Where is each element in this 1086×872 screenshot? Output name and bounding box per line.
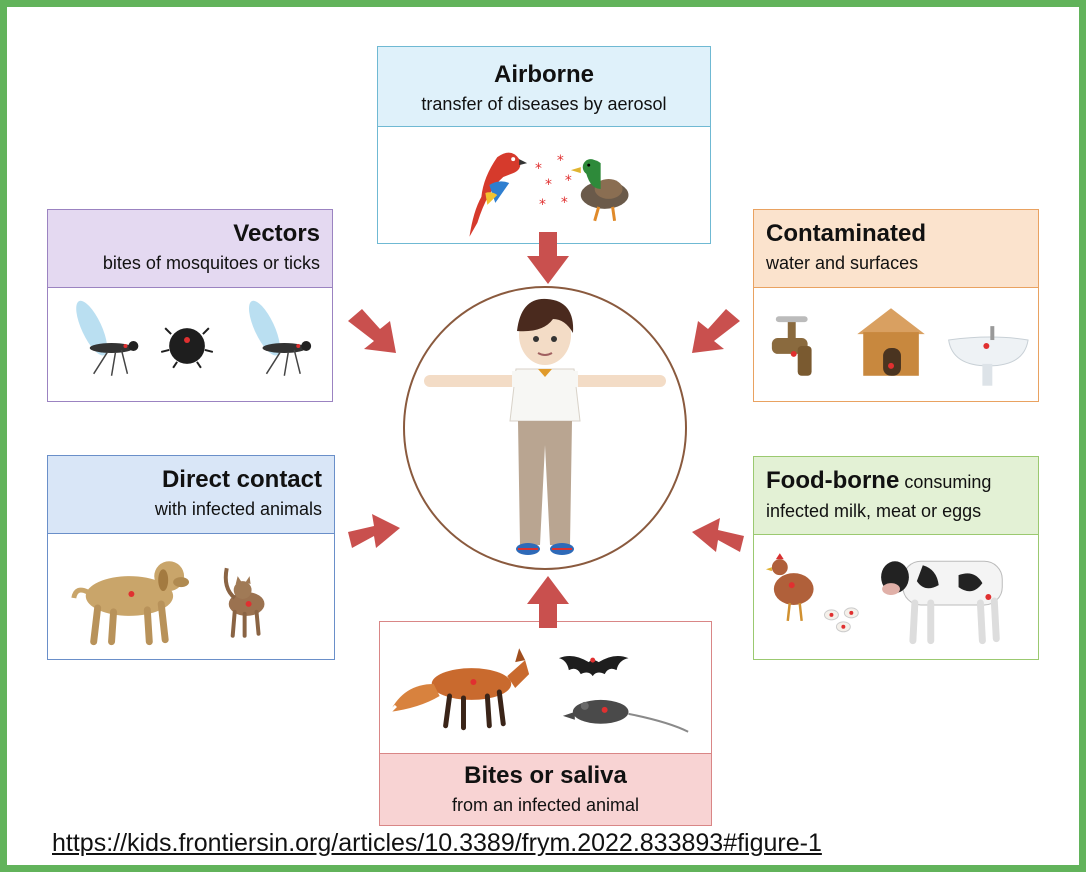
cow-icon <box>881 560 1003 645</box>
svg-text:*: * <box>557 153 564 169</box>
food-borne-header: Food-borne consuming infected milk, meat… <box>754 457 1038 535</box>
contaminated-picture <box>754 288 1038 401</box>
svg-text:*: * <box>545 177 552 193</box>
vectors-title: Vectors <box>233 220 320 247</box>
rat-icon <box>562 699 689 733</box>
contaminated-header: Contaminated water and surfaces <box>754 210 1038 288</box>
doghouse-icon <box>857 308 925 376</box>
contaminated-title: Contaminated <box>766 220 927 247</box>
vectors-header: Vectors bites of mosquitoes or ticks <box>48 210 332 288</box>
bites-title: Bites or saliva <box>464 762 627 789</box>
vectors-box: Vectors bites of mosquitoes or ticks <box>47 209 333 402</box>
bites-header: Bites or saliva from an infected animal <box>380 753 711 825</box>
direct-contact-title: Direct contact <box>161 466 322 493</box>
fox-icon <box>388 648 530 731</box>
food-borne-title: Food-borne <box>766 467 900 494</box>
arrow-from-vectors <box>348 309 396 353</box>
direct-contact-picture <box>48 534 334 659</box>
direct-contact-subtitle: with infected animals <box>154 499 322 519</box>
cat-icon <box>223 567 265 638</box>
airborne-header: Airborne transfer of diseases by aerosol <box>378 47 710 127</box>
center-circle <box>403 286 687 570</box>
mosquito-icon <box>76 300 139 376</box>
food-borne-picture <box>754 535 1038 659</box>
bat-icon <box>558 655 629 677</box>
arrow-from-bites <box>527 576 569 628</box>
direct-contact-header: Direct contact with infected animals <box>48 456 334 534</box>
arrow-from-airborne <box>527 232 569 284</box>
food-borne-subtitle: infected milk, meat or eggs <box>766 501 982 521</box>
eggs-icon <box>824 607 859 633</box>
vectors-subtitle: bites of mosquitoes or ticks <box>102 253 320 273</box>
airborne-picture: * * * * * * <box>378 127 710 243</box>
mosquito-icon <box>248 300 312 376</box>
source-link[interactable]: https://kids.frontiersin.org/articles/10… <box>52 829 822 857</box>
arrow-from-contaminated <box>692 309 740 353</box>
svg-text:*: * <box>565 173 572 189</box>
bites-picture <box>380 622 711 753</box>
bites-subtitle: from an infected animal <box>451 795 640 815</box>
airborne-box: Airborne transfer of diseases by aerosol… <box>377 46 711 244</box>
airborne-title: Airborne <box>493 61 594 88</box>
svg-text:*: * <box>561 195 568 211</box>
direct-contact-box: Direct contact with infected animals <box>47 455 335 660</box>
svg-text:*: * <box>539 197 546 213</box>
airborne-subtitle: transfer of diseases by aerosol <box>421 94 667 114</box>
svg-text:*: * <box>535 161 542 177</box>
dog-icon <box>71 561 190 646</box>
tick-icon <box>160 327 214 369</box>
duck-icon <box>570 159 629 222</box>
vectors-picture <box>48 288 332 401</box>
arrow-from-food-borne <box>692 518 744 552</box>
child-figure-icon <box>424 298 666 555</box>
food-borne-box: Food-borne consuming infected milk, meat… <box>753 456 1039 660</box>
sink-icon <box>948 326 1029 386</box>
faucet-icon <box>771 316 812 376</box>
contaminated-subtitle: water and surfaces <box>766 253 919 273</box>
bites-box: Bites or saliva from an infected animal <box>379 621 712 826</box>
parrot-icon <box>469 152 528 237</box>
food-borne-title-suffix: consuming <box>899 472 992 492</box>
aerosol-droplets: * * * * * * <box>535 153 572 213</box>
arrow-from-direct-contact <box>348 514 400 548</box>
chicken-icon <box>765 553 814 621</box>
contaminated-box: Contaminated water and surfaces <box>753 209 1039 402</box>
